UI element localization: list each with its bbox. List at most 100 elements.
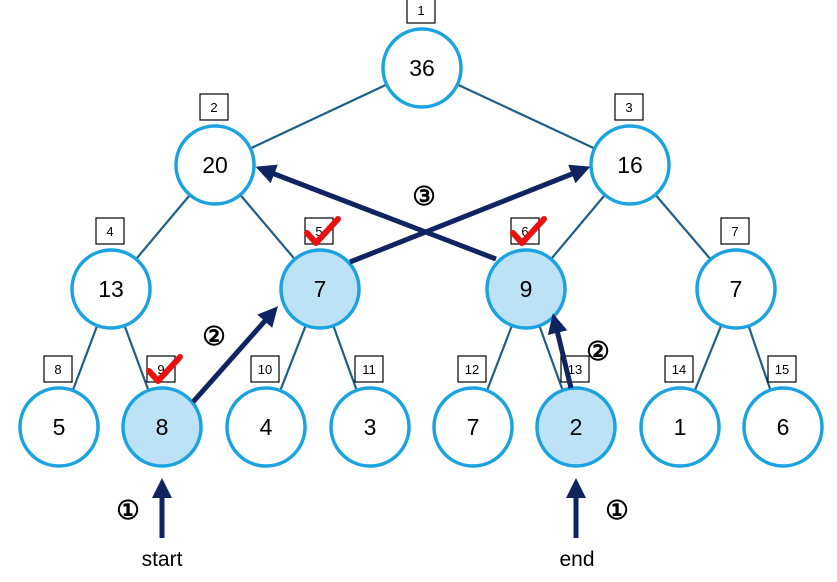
node-index-box <box>614 93 644 121</box>
checkmark-icon <box>510 216 547 246</box>
node-index: 2 <box>210 100 217 115</box>
checkmark-icon <box>146 354 183 384</box>
node-value: 8 <box>156 414 169 440</box>
tree-edge <box>550 194 606 260</box>
end-label: end <box>559 548 594 571</box>
tree-edge <box>71 325 99 391</box>
node-index-box <box>767 355 797 383</box>
node-index: 4 <box>106 224 113 239</box>
tree-node: 16 3 <box>589 93 671 206</box>
tree-node: 6 15 <box>742 355 824 468</box>
arrow-9-to-5 <box>191 306 278 404</box>
node-circle <box>589 124 671 206</box>
node-index-box <box>354 355 384 383</box>
node-value: 6 <box>777 414 790 440</box>
node-circle <box>432 386 514 468</box>
start-label: start <box>142 548 183 571</box>
node-circle <box>381 27 463 109</box>
tree-edge <box>747 325 772 391</box>
tree-node: 7 12 <box>432 355 514 468</box>
node-index: 3 <box>625 100 632 115</box>
node-index-box <box>406 0 436 24</box>
tree-edges <box>71 83 772 392</box>
tree-edge <box>654 193 712 261</box>
checkmark-icon <box>304 216 341 246</box>
step-3-label: ③ <box>412 181 435 211</box>
node-circle <box>225 386 307 468</box>
node-index-box <box>199 93 229 121</box>
node-index-box <box>457 355 487 383</box>
path-arrows <box>152 164 591 538</box>
tree-node: 13 4 <box>70 217 152 330</box>
node-index: 7 <box>731 224 738 239</box>
node-circle <box>329 386 411 468</box>
tree-edge <box>123 325 150 391</box>
node-index-box <box>664 355 694 383</box>
step-2-label-left: ② <box>202 321 225 351</box>
step-1-label-left: ① <box>116 495 139 525</box>
tree-edge <box>279 324 307 392</box>
node-value: 9 <box>520 276 533 302</box>
node-value: 4 <box>260 414 273 440</box>
node-circle <box>70 248 152 330</box>
arrow-6-to-2 <box>255 164 497 262</box>
tree-node: 114 <box>639 355 721 468</box>
tree-node: 4 10 <box>225 355 307 468</box>
tree-edge <box>135 194 191 260</box>
node-circle <box>742 386 824 468</box>
node-index: 15 <box>775 362 789 377</box>
node-value: 1 <box>674 414 687 440</box>
node-index-box <box>95 217 125 245</box>
node-value: 16 <box>617 152 643 178</box>
node-circle <box>18 386 100 468</box>
node-index-box <box>250 355 280 383</box>
node-index: 9 <box>157 362 164 377</box>
node-value: 3 <box>364 414 377 440</box>
node-value: 13 <box>98 276 124 302</box>
arrow-13-to-6 <box>547 313 574 389</box>
step-2-label-right: ② <box>586 336 609 366</box>
tree-node: 75 <box>279 216 361 330</box>
step-marker-3: ③ <box>412 181 435 211</box>
step-marker-1-left: ① <box>116 495 139 525</box>
node-circle <box>279 248 361 330</box>
node-circle <box>485 248 567 330</box>
tree-edge <box>456 83 596 150</box>
tree-node: 58 <box>18 355 100 468</box>
node-value: 36 <box>409 55 435 81</box>
tree-node: 2 13 <box>535 355 617 468</box>
node-index: 8 <box>54 362 61 377</box>
node-circle <box>695 248 777 330</box>
tree-edge <box>332 325 358 391</box>
node-index: 6 <box>521 224 528 239</box>
tree-edge <box>485 325 514 391</box>
node-value: 7 <box>314 276 327 302</box>
node-index: 11 <box>362 362 376 377</box>
step-marker-1-right: ① <box>605 495 628 525</box>
node-index: 13 <box>568 362 582 377</box>
tree-node: 89 <box>121 354 203 468</box>
node-index: 10 <box>258 362 272 377</box>
tree-node: 20 2 <box>174 93 256 206</box>
node-value: 20 <box>202 152 228 178</box>
node-index: 1 <box>417 3 424 18</box>
node-value: 7 <box>730 276 743 302</box>
tree-edge <box>239 194 296 260</box>
node-circle <box>639 386 721 468</box>
node-value: 5 <box>53 414 66 440</box>
node-circle <box>535 386 617 468</box>
step-marker-2-right: ② <box>586 336 609 366</box>
node-index-box <box>720 217 750 245</box>
tree-node: 36 1 <box>381 0 463 109</box>
node-index: 12 <box>465 362 479 377</box>
node-circle <box>174 124 256 206</box>
node-value: 7 <box>467 414 480 440</box>
node-value: 2 <box>570 414 583 440</box>
tree-edge <box>249 83 388 150</box>
step-marker-2-left: ② <box>202 321 225 351</box>
tree-edge <box>693 324 723 392</box>
step-1-label-right: ① <box>605 495 628 525</box>
tree-node: 96 <box>485 216 567 330</box>
